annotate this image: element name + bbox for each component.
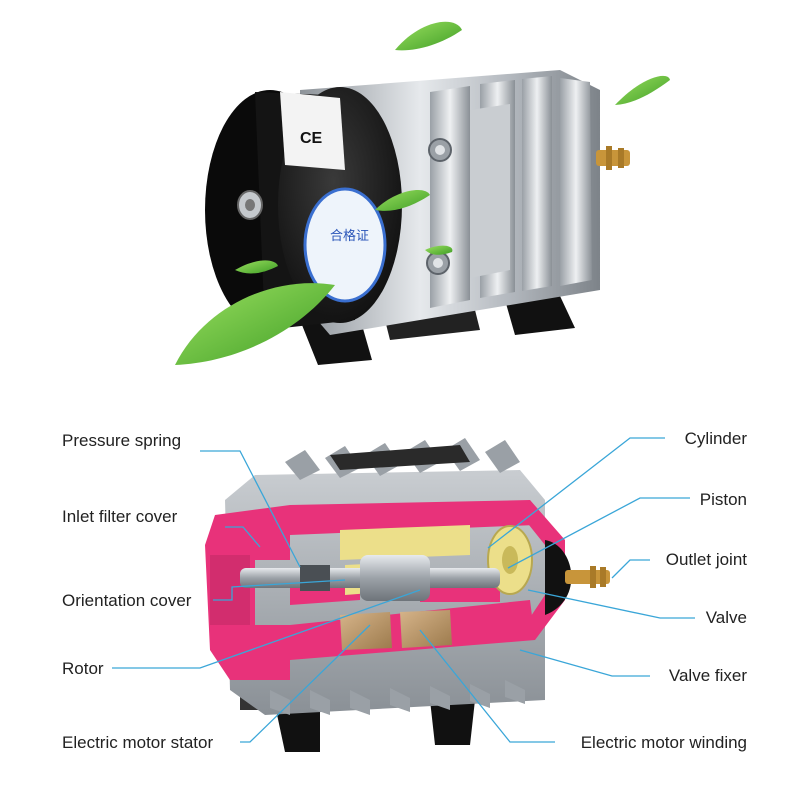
leader-valve bbox=[527, 589, 695, 619]
motor-coils bbox=[340, 610, 452, 650]
leader-inlet-filter-cover bbox=[225, 526, 261, 548]
label-rotor: Rotor bbox=[62, 659, 104, 678]
label-pressure-spring: Pressure spring bbox=[62, 431, 182, 450]
leader-piston bbox=[507, 497, 690, 569]
leader-cylinder bbox=[487, 437, 665, 549]
ce-mark: CE bbox=[300, 130, 323, 147]
leader-orientation-cover bbox=[213, 579, 346, 601]
leader-lines bbox=[112, 437, 695, 743]
leader-outlet-joint bbox=[611, 559, 650, 579]
label-cylinder: Cylinder bbox=[684, 429, 747, 448]
brass-outlet-nozzle bbox=[596, 146, 630, 170]
label-orientation-cover: Orientation cover bbox=[62, 591, 192, 610]
leader-electric-motor-winding bbox=[419, 629, 555, 743]
label-inlet-filter-cover: Inlet filter cover bbox=[62, 507, 178, 526]
air-pump-photo: CE 合格证 bbox=[175, 21, 670, 365]
cutaway-diagram bbox=[112, 437, 695, 752]
leader-electric-motor-stator bbox=[240, 624, 371, 743]
label-electric-motor-winding: Electric motor winding bbox=[580, 733, 747, 752]
label-valve-fixer: Valve fixer bbox=[668, 666, 747, 685]
leader-rotor bbox=[112, 589, 421, 669]
leader-pressure-spring bbox=[200, 450, 301, 568]
label-valve: Valve bbox=[705, 608, 747, 627]
label-piston: Piston bbox=[699, 490, 747, 509]
qc-sticker: 合格证 bbox=[303, 187, 387, 303]
ce-sticker: CE bbox=[280, 92, 345, 170]
end-cap-and-outlet bbox=[545, 540, 610, 615]
leader-valve-fixer bbox=[519, 649, 650, 677]
label-outlet-joint: Outlet joint bbox=[665, 550, 747, 569]
qc-sticker-text: 合格证 bbox=[330, 228, 369, 244]
decorative-leaves bbox=[175, 21, 670, 365]
label-electric-motor-stator: Electric motor stator bbox=[62, 733, 214, 752]
